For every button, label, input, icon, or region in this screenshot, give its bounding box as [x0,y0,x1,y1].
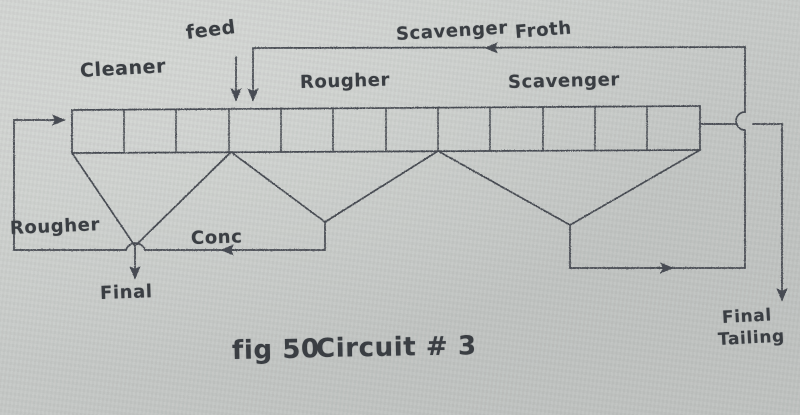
label-rougher-bank: Rougher [299,69,391,93]
scavenger-cone [437,149,701,226]
label-conc: Conc [190,226,243,249]
scavenger-tailing-line [569,224,746,274]
bank-tailing-out [699,123,788,302]
rougher-cone [230,150,439,223]
caption-title: Circuit # 3 [315,331,477,364]
label-final-tailing-line1: Final [721,305,773,328]
bank-cell-dividers [123,105,648,154]
caption-fig: fig 50 [231,334,320,366]
label-final-conc: Final [99,281,153,304]
wire-hop-right [735,111,746,131]
label-final-tailing-line2: Tailing [717,326,786,350]
cleaner-cone [71,151,232,247]
label-scavenger-bank: Scavenger [507,69,621,93]
label-rougher-return: Rougher [9,214,101,239]
rougher-conc-line [144,221,326,256]
wire-hop-left [125,242,146,251]
rougher-return-loop [13,114,127,251]
